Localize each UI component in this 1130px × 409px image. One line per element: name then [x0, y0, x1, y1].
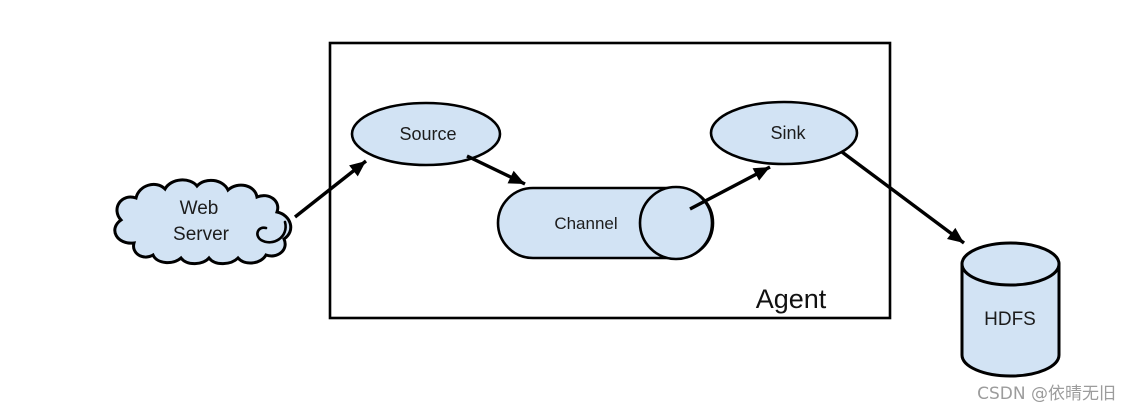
- hdfs-top-shape: [960, 241, 1061, 287]
- hdfs-label: HDFS: [984, 309, 1036, 330]
- web-server-label-line2: Server: [173, 224, 230, 245]
- source-node: Source: [350, 101, 502, 167]
- sink-label: Sink: [770, 123, 806, 143]
- hdfs-body-shape: [960, 262, 1061, 378]
- agent-label: Agent: [756, 284, 827, 314]
- arrow-webserver-to-source: [293, 159, 368, 219]
- channel-label: Channel: [554, 214, 617, 233]
- arrow-sink-to-hdfs: [840, 150, 966, 245]
- agent-container-box: [328, 41, 892, 320]
- source-label: Source: [399, 124, 456, 144]
- sink-shape: [709, 100, 859, 166]
- cloud-shape: [113, 178, 293, 266]
- arrow-channel-to-sink: [689, 165, 771, 211]
- channel-end-cap-shape: [638, 185, 714, 261]
- arrow-source-to-channel: [466, 154, 526, 186]
- sink-node: Sink: [709, 100, 859, 166]
- web-server-label-line1: Web: [180, 198, 219, 219]
- watermark: CSDN @依晴无旧: [977, 384, 1116, 404]
- hdfs-node: HDFS: [960, 241, 1061, 378]
- cloud-curl-icon: [256, 220, 287, 244]
- source-shape: [350, 101, 502, 167]
- web-server-node: Web Server: [113, 178, 293, 266]
- channel-node: Channel: [496, 185, 715, 261]
